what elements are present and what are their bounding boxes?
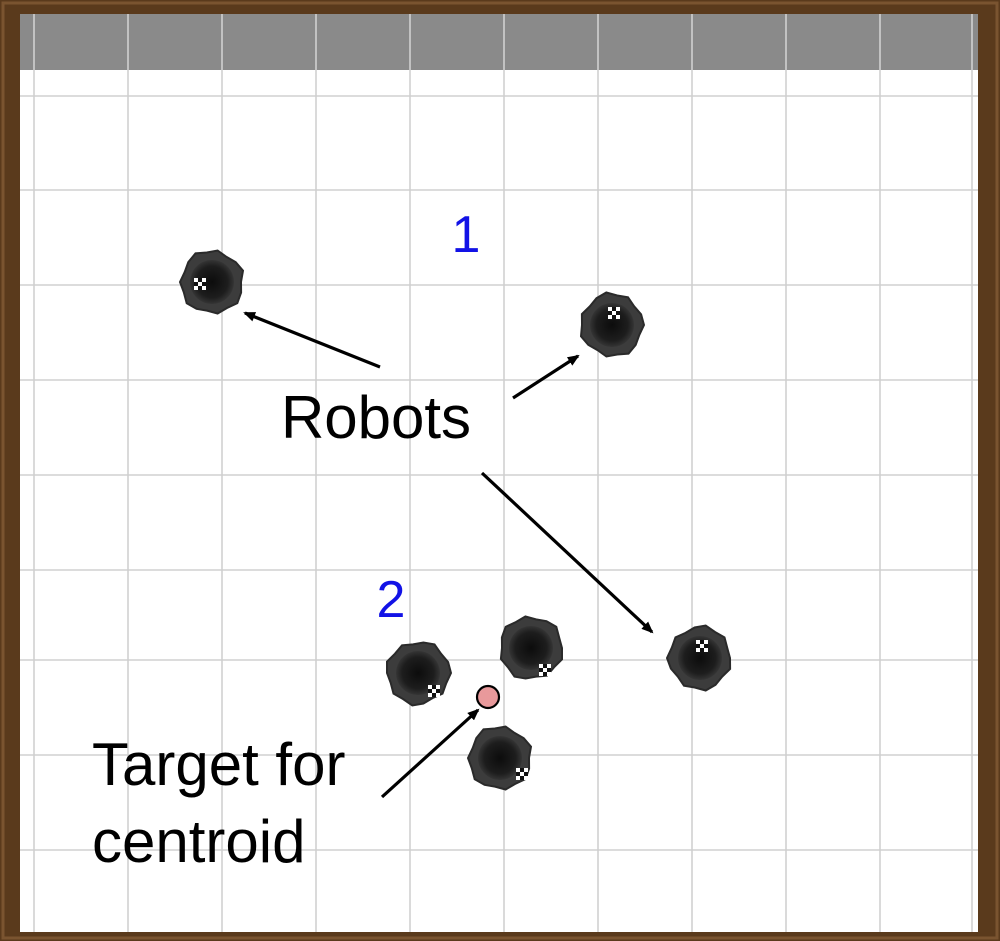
robot-tag-icon [539,664,551,676]
robot-icon [499,615,563,680]
arrow-icon [480,471,654,634]
robot-icon [579,291,646,358]
arrow-icon [512,354,580,400]
arrow-icon [243,311,381,369]
target-label-line1: Target for [92,731,345,798]
robot-tag-icon [696,640,708,652]
group-2-label: 2 [377,571,406,629]
robot-core [509,626,553,670]
robot-core [478,736,522,780]
target-label-line2: centroid [92,808,305,875]
robot-tag-icon [516,768,528,780]
arrow-icon [380,708,480,799]
target-marker-icon [475,684,501,710]
robot-icon [466,725,533,791]
robot-core [190,260,234,304]
group-1-label: 1 [452,206,481,264]
robot-tag-icon [194,278,206,290]
robot-icon [665,624,732,692]
arena-top-band [20,14,978,70]
floor-grid [20,14,978,932]
robot-icon [386,641,453,707]
robot-core [678,636,722,680]
robot-tag-icon [428,685,440,697]
robot-layer [178,249,732,791]
robot-icon [178,249,245,315]
robot-core [590,303,634,347]
arrow-layer [243,311,654,799]
robot-core [396,651,440,695]
robot-tag-icon [608,307,620,319]
robots-label: Robots [281,384,471,451]
